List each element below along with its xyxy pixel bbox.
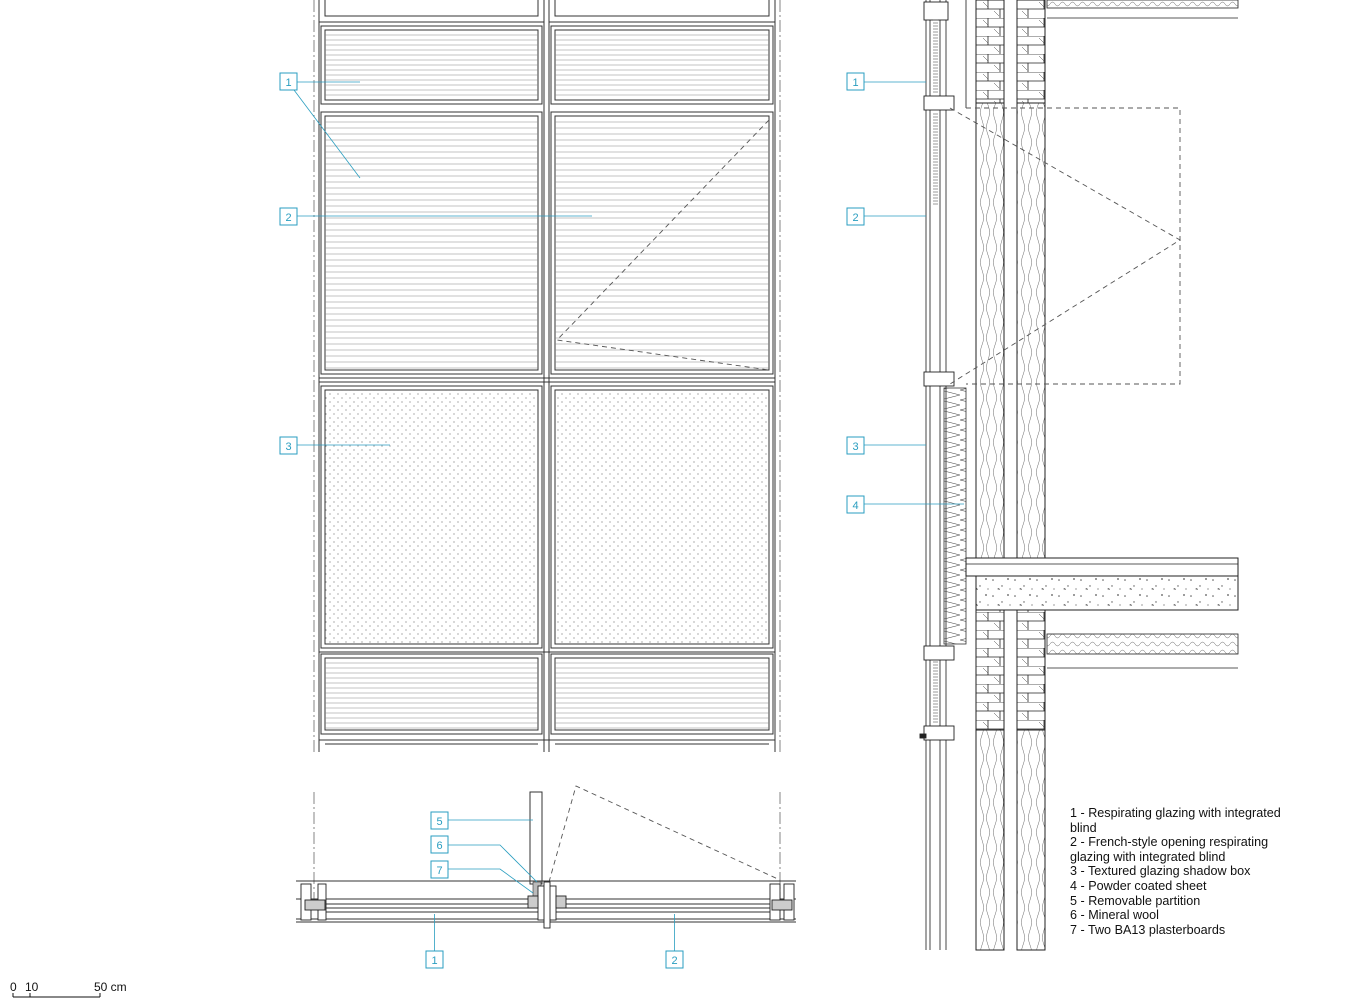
svg-text:1: 1 — [852, 77, 858, 89]
tag-1-plan: 1 — [425, 914, 444, 969]
section-view: 1 2 3 4 — [846, 0, 1239, 951]
wall-upper-bricks — [975, 0, 1046, 104]
tag-5-plan: 5 — [430, 811, 533, 830]
door-swing — [548, 785, 781, 883]
wall-timber — [975, 102, 1046, 951]
section-profiles — [919, 1, 955, 741]
ceiling-panels — [1046, 0, 1239, 669]
removable-partition — [529, 791, 543, 885]
legend: 1 - Respirating glazing with integrated … — [1070, 806, 1310, 937]
elevation-mullions — [318, 0, 776, 752]
plan-view: 5 6 7 1 2 — [296, 785, 796, 969]
tag-3-elevation: 3 — [279, 436, 390, 455]
shadow-box-row — [320, 385, 774, 649]
elevation-view: 1 2 3 — [279, 0, 781, 752]
svg-text:1: 1 — [431, 955, 437, 967]
tag-7-plan: 7 — [430, 860, 534, 894]
blind-glazing-row — [320, 111, 774, 375]
scale-bar: 0 10 50 cm — [10, 980, 127, 998]
louvered-panel-row-2 — [319, 653, 775, 745]
tag-2-section: 2 — [846, 207, 926, 226]
section-opening-swing — [949, 107, 1181, 385]
svg-text:2: 2 — [671, 955, 677, 967]
louvered-panel-row-1 — [320, 25, 774, 105]
svg-text:50 cm: 50 cm — [94, 980, 127, 994]
legend-item-2: 2 - French-style opening respirating gla… — [1070, 835, 1269, 864]
tag-1-elevation: 1 — [279, 72, 361, 179]
svg-text:5: 5 — [436, 816, 442, 828]
svg-text:4: 4 — [852, 500, 858, 512]
legend-item-5: 5 - Removable partition — [1070, 893, 1201, 908]
section-blinds — [933, 19, 938, 723]
tag-2-elevation: 2 — [279, 207, 592, 226]
legend-item-3: 3 - Textured glazing shadow box — [1070, 864, 1251, 879]
legend-item-1: 1 - Respirating glazing with integrated … — [1070, 806, 1281, 835]
tag-6-plan: 6 — [430, 835, 538, 883]
svg-text:2: 2 — [852, 212, 858, 224]
svg-text:3: 3 — [285, 441, 291, 453]
svg-text:2: 2 — [285, 212, 291, 224]
svg-text:10: 10 — [25, 980, 39, 994]
svg-text:6: 6 — [436, 840, 442, 852]
svg-text:0: 0 — [10, 980, 17, 994]
wall-lower-bricks — [975, 609, 1046, 731]
svg-text:3: 3 — [852, 441, 858, 453]
shadow-box-insulation — [943, 387, 967, 645]
tag-1-section: 1 — [846, 72, 926, 91]
legend-item-7: 7 - Two BA13 plasterboards — [1070, 922, 1226, 937]
svg-text:1: 1 — [285, 77, 291, 89]
elevation-tags: 1 2 3 — [279, 72, 592, 455]
section-tags: 1 2 3 4 — [846, 72, 964, 514]
legend-item-4: 4 - Powder coated sheet — [1070, 878, 1207, 893]
tag-2-plan: 2 — [665, 914, 684, 969]
tag-3-section: 3 — [846, 436, 926, 455]
plan-profiles — [300, 881, 795, 929]
elevation-gridlines — [313, 0, 781, 752]
elevation-top-row — [319, 0, 775, 23]
svg-text:7: 7 — [436, 865, 442, 877]
floor-slab — [965, 557, 1239, 611]
tag-4-section: 4 — [846, 495, 964, 514]
plan-tags: 5 6 7 1 2 — [425, 811, 684, 969]
legend-item-6: 6 - Mineral wool — [1070, 908, 1159, 923]
